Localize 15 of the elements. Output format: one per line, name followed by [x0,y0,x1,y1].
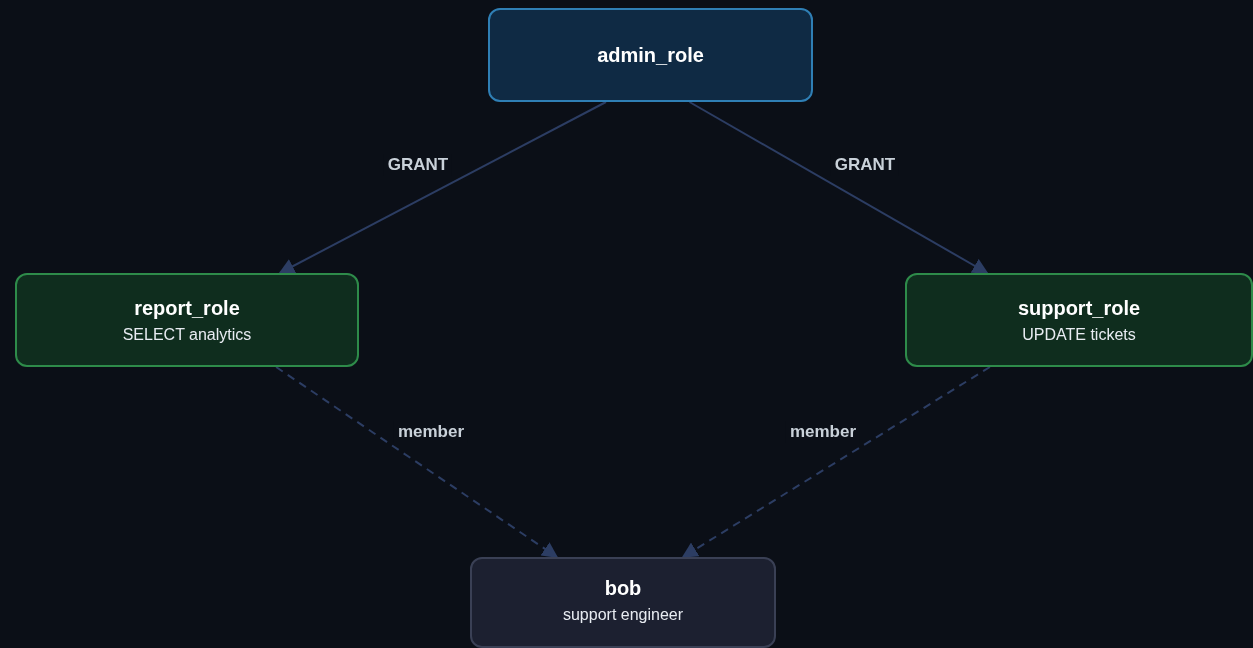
arrow [681,366,991,558]
role-box [905,273,1253,367]
role-name: report_role [134,296,240,320]
role-description: SELECT analytics [122,325,252,344]
role-box [15,273,359,367]
user-box [470,557,776,648]
role-description: support engineer [562,606,684,624]
role-name: admin_role [597,43,704,67]
arrow [278,101,607,274]
role-box [488,8,813,102]
arrow [688,101,989,274]
arrow [275,366,559,558]
role-description: UPDATE tickets [1022,325,1136,344]
role-name: bob [604,577,642,600]
role-name: support_role [1017,296,1141,320]
